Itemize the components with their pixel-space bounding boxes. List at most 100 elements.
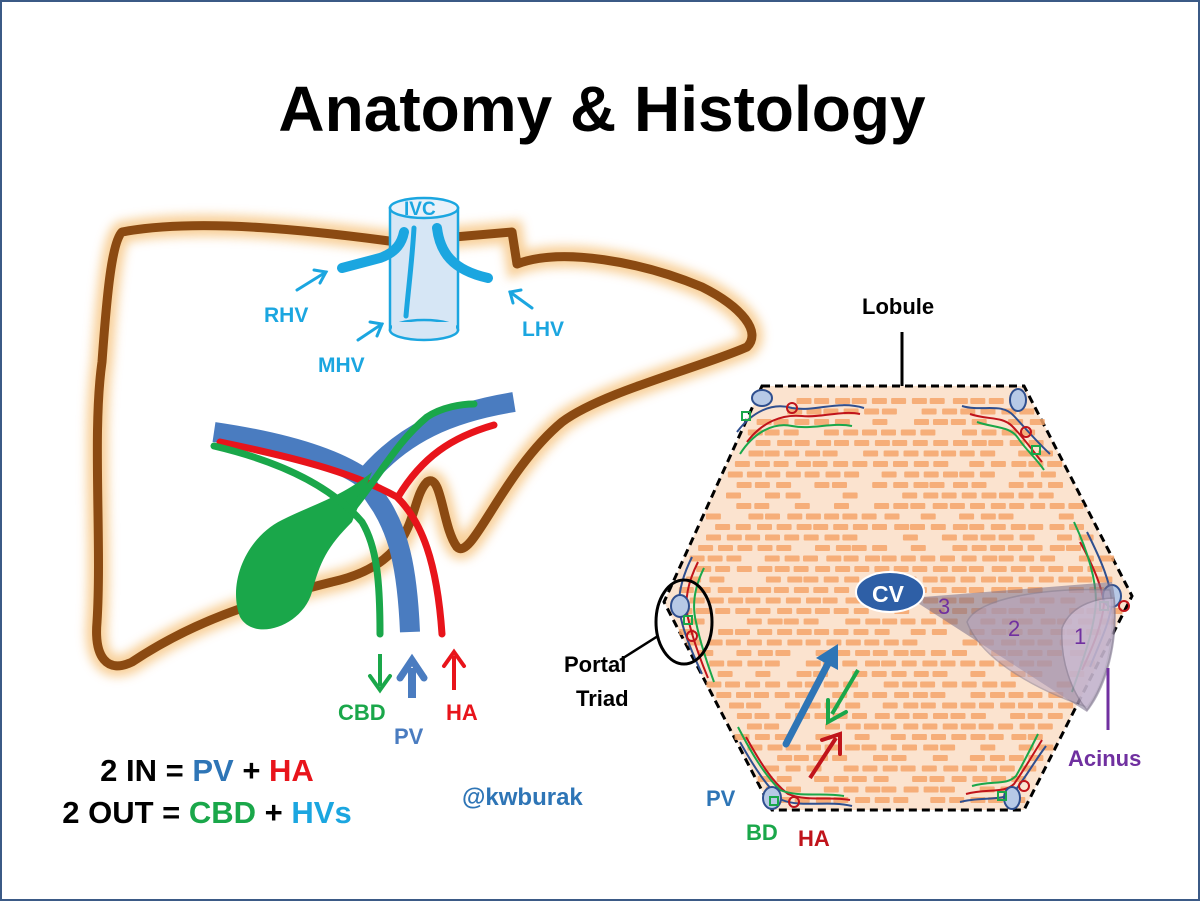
hepatocyte-cell: [1029, 419, 1045, 425]
hepatocyte-cell: [865, 618, 881, 625]
hepatocyte-cell: [1058, 576, 1074, 583]
hepatocyte-cell: [881, 786, 897, 793]
hepatocyte-cell: [738, 587, 754, 593]
hepatocyte-cell: [825, 471, 841, 478]
hepatocyte-cell: [873, 461, 888, 467]
label-rhv: RHV: [264, 304, 308, 327]
hepatocyte-cell: [989, 755, 1005, 761]
hepatocyte-cell: [932, 755, 948, 761]
hepatocyte-cell: [893, 797, 909, 803]
hepatocyte-cell: [891, 398, 907, 404]
hepatocyte-cell: [783, 618, 799, 625]
hepatocyte-cell: [871, 671, 887, 677]
label-cv: CV: [872, 581, 905, 607]
hepatocyte-cell: [854, 440, 870, 446]
hepatocyte-cell: [881, 555, 897, 562]
hepatocyte-cell: [853, 629, 869, 635]
hepatocyte-cell: [872, 545, 888, 551]
hepatocyte-cell: [767, 744, 783, 751]
hepatocyte-cell: [717, 587, 733, 593]
hepatocyte-cell: [815, 545, 830, 551]
hepatocyte-cell: [746, 618, 762, 625]
hepatocyte-cell: [718, 629, 734, 635]
label-lobule: Lobule: [862, 294, 934, 319]
hepatocyte-cell: [1011, 734, 1027, 740]
hepatocyte-cell: [990, 692, 1005, 698]
hepatocyte-cell: [774, 566, 790, 572]
hepatocyte-cell: [843, 429, 859, 436]
hepatocyte-cell: [757, 566, 773, 572]
hepatocyte-cell: [853, 608, 869, 614]
hepatocyte-cell: [1010, 566, 1026, 572]
hepatocyte-cell: [979, 471, 995, 478]
hepatocyte-cell: [826, 639, 842, 646]
hepatocyte-cell: [747, 660, 763, 667]
hepatocyte-cell: [754, 503, 770, 509]
hepatocyte-cell: [784, 702, 800, 709]
hepatocyte-cell: [998, 513, 1014, 520]
hepatocyte-cell: [929, 482, 945, 488]
hepatic-artery: [216, 421, 498, 638]
hepatocyte-cell: [911, 398, 927, 404]
hepatocyte-cell: [940, 555, 955, 562]
hepatocyte-cell: [814, 608, 830, 614]
hepatocyte-cell: [746, 702, 762, 709]
hepatocyte-cell: [881, 408, 897, 415]
hepatocyte-cell: [952, 650, 967, 656]
label-zone2: 2: [1008, 616, 1020, 641]
hepatocyte-cell: [764, 660, 780, 667]
hepatocyte-cell: [1037, 723, 1053, 730]
hepatocyte-cell: [893, 461, 908, 467]
hepatocyte-cell: [1048, 482, 1063, 488]
hepatocyte-cell: [787, 681, 803, 688]
hepatocyte-cell: [874, 797, 890, 803]
hepatocyte-cell: [803, 534, 819, 541]
hepatocyte-cell: [930, 797, 946, 803]
hepatocyte-cell: [1009, 503, 1025, 509]
gallbladder: [236, 472, 372, 630]
hepatocyte-cell: [900, 618, 916, 625]
hepatocyte-cell: [931, 587, 947, 593]
hepatocyte-cell: [970, 692, 986, 698]
hepatocyte-cell: [903, 723, 919, 730]
hepatocyte-cell: [774, 692, 790, 698]
summary-block: 2 IN = PV + HA 2 OUT = CBD + HVs: [42, 750, 372, 834]
hepatocyte-cell: [1040, 555, 1056, 562]
hepatocyte-cell: [689, 597, 705, 604]
hepatocyte-cell: [911, 734, 927, 740]
hepatocyte-cell: [707, 555, 723, 562]
hepatocyte-cell: [1018, 576, 1034, 583]
hepatocyte-cell: [814, 419, 830, 425]
summary-out-line: 2 OUT = CBD + HVs: [42, 792, 372, 834]
hepatocyte-cell: [972, 776, 988, 782]
hepatocyte-cell: [706, 681, 722, 688]
hepatocyte-cell: [757, 629, 773, 635]
hepatocyte-cell: [823, 681, 839, 688]
hepatocyte-cell: [874, 566, 890, 572]
hepatocyte-cell: [776, 545, 792, 551]
hepatocyte-cell: [952, 545, 968, 551]
hepatocyte-cell: [754, 713, 770, 719]
hepatocyte-cell: [855, 797, 871, 803]
hepatocyte-cell: [755, 608, 771, 614]
hepatocyte-cell: [910, 629, 926, 635]
hepatocyte-cell: [793, 566, 809, 572]
hepatocyte-cell: [959, 450, 975, 457]
hepatocyte-cell: [862, 429, 877, 436]
hepatocyte-cell: [843, 555, 859, 562]
hepatocyte-cell: [783, 429, 799, 436]
hepatocyte-cell: [960, 576, 976, 583]
hepatocyte-cell: [689, 618, 705, 625]
hepatocyte-cell: [851, 776, 867, 782]
hepatocyte-cell: [793, 587, 809, 593]
summary-in-plus: +: [233, 753, 270, 788]
hepatocyte-cell: [903, 702, 919, 709]
hepatocyte-cell: [980, 408, 996, 415]
hepatocyte-cell: [990, 524, 1006, 530]
hepatocyte-cell: [765, 576, 781, 583]
hepatocyte-cell: [861, 513, 877, 520]
label-portal-triad-2: Triad: [576, 686, 629, 711]
hepatocyte-cell: [1019, 408, 1035, 415]
hepatocyte-cell: [891, 755, 907, 761]
